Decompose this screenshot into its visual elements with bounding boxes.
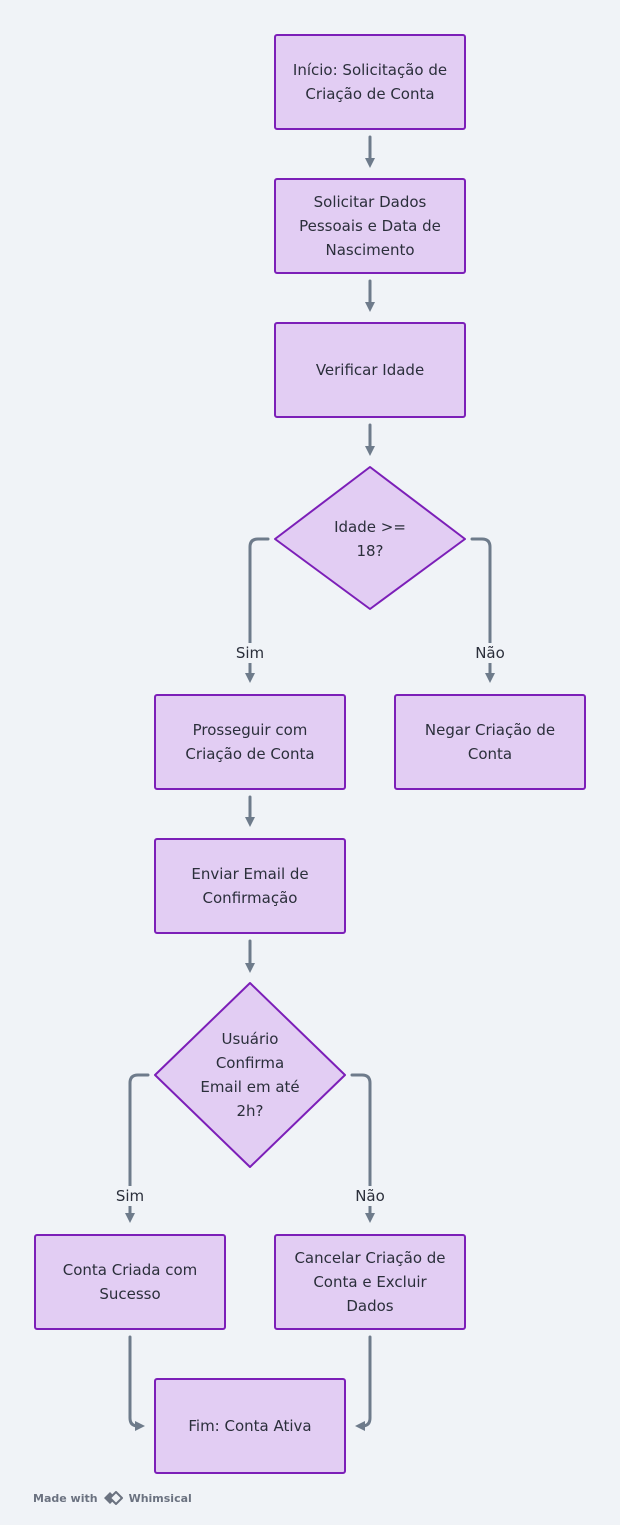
email-yes-label: Sim (108, 1186, 152, 1206)
deny-node: Negar Criação de Conta (394, 694, 586, 790)
age-no-label: Não (468, 643, 512, 663)
end-node-label: Fim: Conta Ativa (188, 1417, 312, 1435)
email-decision-text: Usuário Confirma Email em até 2h? (200, 1030, 300, 1120)
connector-cancel-to-end (355, 1335, 372, 1431)
request-data-node: Solicitar Dados Pessoais e Data de Nasci… (274, 178, 466, 274)
email-no-label: Não (348, 1186, 392, 1206)
whimsical-brand-text: Whimsical (128, 1491, 192, 1505)
age-decision-text: Idade >= 18? (334, 518, 406, 560)
verify-age-node: Verificar Idade (274, 322, 466, 418)
connector-email-no (350, 1073, 375, 1223)
cancel-node: Cancelar Criação de Conta e Excluir Dado… (274, 1234, 466, 1330)
email-decision-label: Usuário Confirma Email em até 2h? (195, 1025, 305, 1125)
account-created-node-label: Conta Criada com Sucesso (62, 1261, 198, 1303)
cancel-node-label: Cancelar Criação de Conta e Excluir Dado… (294, 1249, 446, 1315)
send-email-node-label: Enviar Email de Confirmação (191, 865, 309, 907)
request-data-node-label: Solicitar Dados Pessoais e Data de Nasci… (299, 193, 441, 259)
proceed-node: Prosseguir com Criação de Conta (154, 694, 346, 790)
whimsical-logo-icon (103, 1491, 125, 1505)
age-decision-diamond (274, 466, 466, 610)
age-decision-label: Idade >= 18? (325, 511, 415, 567)
connector-email-yes (125, 1073, 150, 1223)
age-yes-label: Sim (228, 643, 272, 663)
start-node: Início: Solicitação de Criação de Conta (274, 34, 466, 130)
connector-created-to-end (128, 1335, 145, 1431)
proceed-node-label: Prosseguir com Criação de Conta (185, 721, 315, 763)
account-created-node: Conta Criada com Sucesso (34, 1234, 226, 1330)
verify-age-node-label: Verificar Idade (315, 361, 425, 379)
made-with-text: Made with (33, 1491, 98, 1505)
made-with-footer[interactable]: Made with Whimsical (33, 1491, 192, 1505)
deny-node-label: Negar Criação de Conta (424, 721, 556, 763)
connector-age-yes (245, 537, 270, 683)
email-decision-diamond (154, 982, 346, 1168)
start-node-label: Início: Solicitação de Criação de Conta (292, 61, 448, 103)
send-email-node: Enviar Email de Confirmação (154, 838, 346, 934)
connector-age-no (470, 537, 495, 683)
end-node: Fim: Conta Ativa (154, 1378, 346, 1474)
